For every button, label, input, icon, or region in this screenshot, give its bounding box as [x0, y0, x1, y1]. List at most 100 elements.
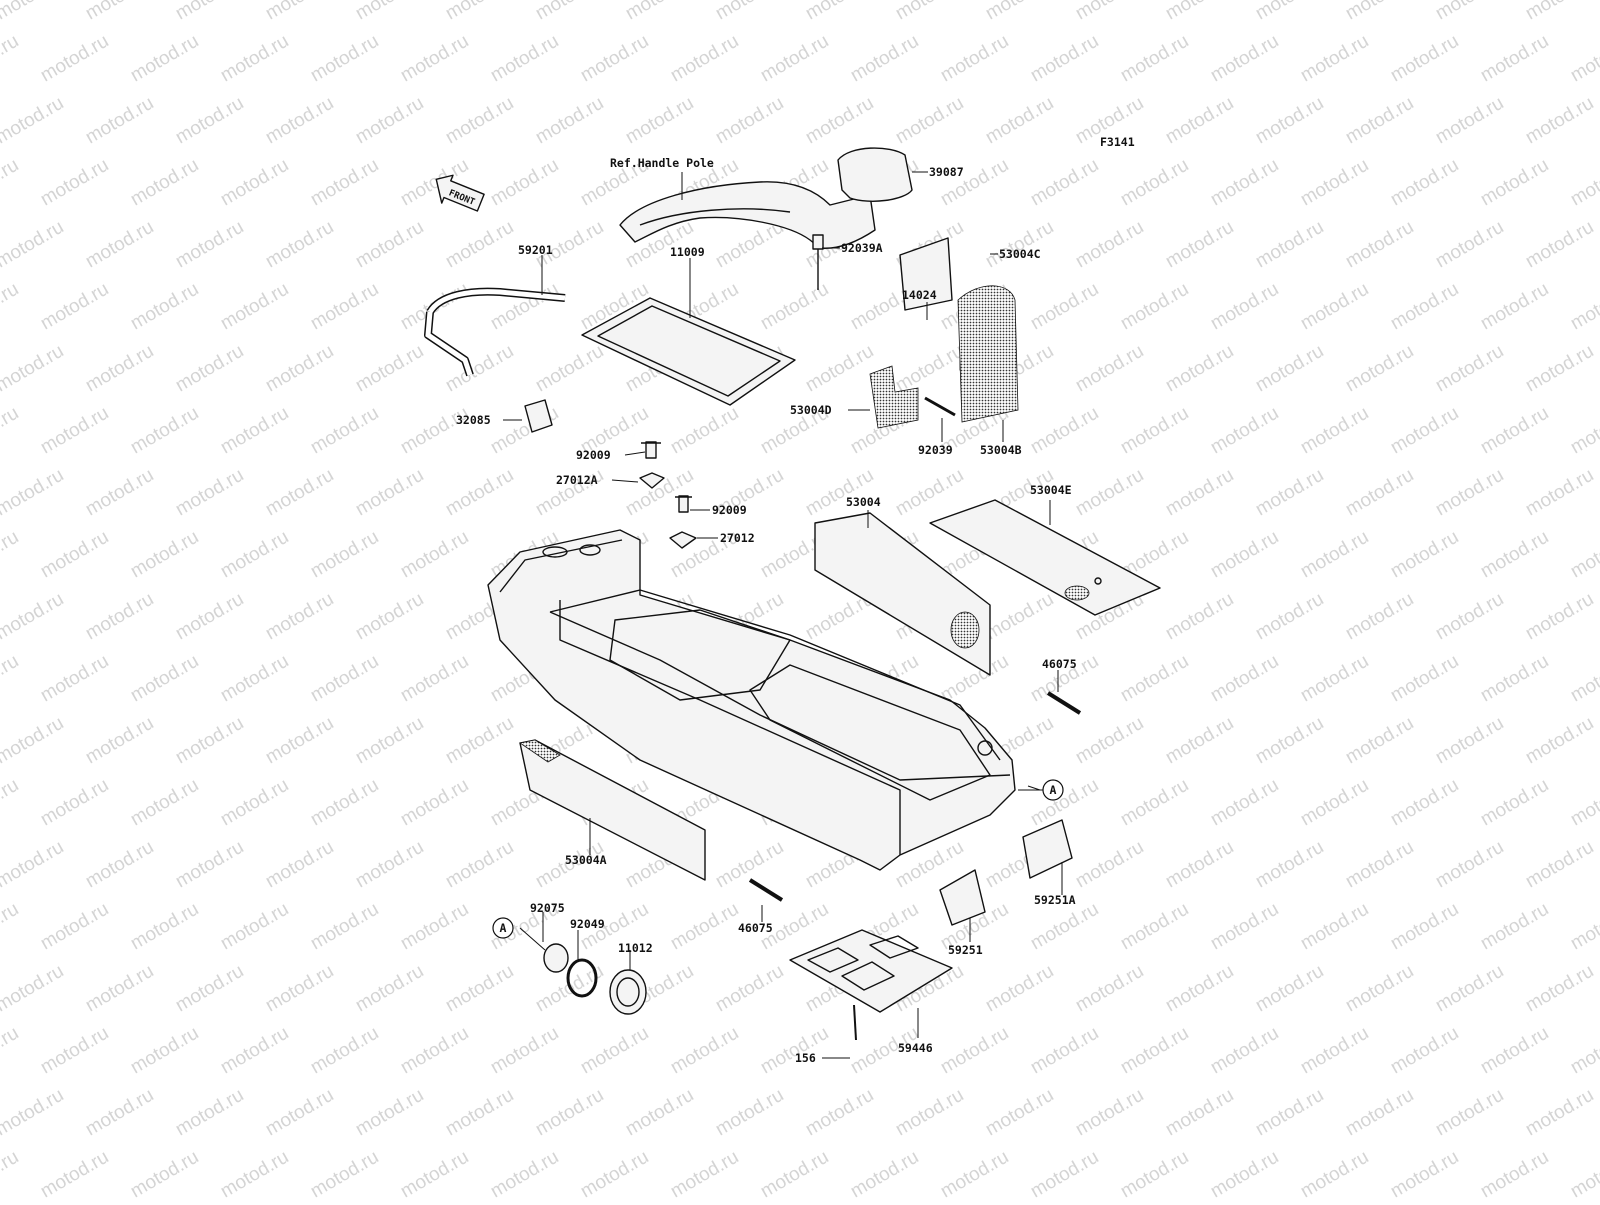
handle-pole-edge	[639, 208, 791, 226]
watermark-text: motod.ru	[847, 1147, 922, 1200]
watermark-text: motod.ru	[892, 0, 967, 24]
watermark-text: motod.ru	[1432, 1085, 1507, 1141]
watermark-text: motod.ru	[262, 837, 337, 893]
watermark-text: motod.ru	[127, 775, 202, 831]
watermark-text: motod.ru	[217, 1023, 292, 1079]
callout-11012: 11012	[618, 941, 653, 955]
watermark-text: motod.ru	[1567, 527, 1600, 583]
watermark-text: motod.ru	[1387, 403, 1462, 459]
watermark-text: motod.ru	[0, 1023, 22, 1079]
watermark-text: motod.ru	[1477, 403, 1552, 459]
callout-46075-b: 46075	[738, 921, 773, 935]
watermark-text: motod.ru	[802, 341, 877, 397]
watermark-text: motod.ru	[577, 1023, 652, 1079]
pad-53004b-shape	[957, 285, 1019, 423]
callout-ref-handle-pole: Ref.Handle Pole	[610, 156, 714, 170]
watermark-text: motod.ru	[1297, 403, 1372, 459]
watermark-text: motod.ru	[892, 1085, 967, 1141]
watermark-text: motod.ru	[1297, 1023, 1372, 1079]
watermark-text: motod.ru	[1477, 527, 1552, 583]
mat-53004e-shape	[929, 499, 1161, 616]
watermark-text: motod.ru	[1252, 0, 1327, 24]
watermark-text: motod.ru	[1117, 1023, 1192, 1079]
bolt-92039-shape	[924, 396, 956, 417]
watermark-text: motod.ru	[442, 837, 517, 893]
watermark-text: motod.ru	[217, 651, 292, 707]
watermark-text: motod.ru	[37, 775, 112, 831]
watermark-text: motod.ru	[262, 961, 337, 1017]
watermark-text: motod.ru	[1387, 155, 1462, 211]
watermark-text: motod.ru	[1072, 713, 1147, 769]
watermark-text: motod.ru	[1342, 713, 1417, 769]
watermark-text: motod.ru	[172, 93, 247, 149]
watermark-text: motod.ru	[1297, 899, 1372, 955]
watermark-text: motod.ru	[1027, 279, 1102, 335]
watermark-text: motod.ru	[622, 1085, 697, 1141]
callout-59251a: 59251A	[1034, 893, 1076, 907]
watermark-text: motod.ru	[1432, 961, 1507, 1017]
watermark-text: motod.ru	[892, 465, 967, 521]
watermark-text: motod.ru	[1522, 465, 1597, 521]
watermark-text: motod.ru	[1567, 403, 1600, 459]
watermark-text: motod.ru	[307, 527, 382, 583]
watermark-text: motod.ru	[172, 465, 247, 521]
gasket-11009-shape	[581, 297, 796, 406]
watermark-text: motod.ru	[1522, 589, 1597, 645]
watermark-text: motod.ru	[1297, 279, 1372, 335]
watermark-text: motod.ru	[442, 217, 517, 273]
watermark-text: motod.ru	[1252, 341, 1327, 397]
watermark-text: motod.ru	[1027, 899, 1102, 955]
watermark-text: motod.ru	[532, 93, 607, 149]
watermark-text: motod.ru	[1117, 403, 1192, 459]
watermark-text: motod.ru	[1387, 1147, 1462, 1200]
figure-code: F3141	[1100, 135, 1135, 149]
watermark-text: motod.ru	[352, 217, 427, 273]
watermark-text: motod.ru	[307, 899, 382, 955]
watermark-text: motod.ru	[172, 589, 247, 645]
watermark-text: motod.ru	[172, 961, 247, 1017]
watermark-text: motod.ru	[667, 403, 742, 459]
watermark-text: motod.ru	[982, 589, 1057, 645]
watermark-text: motod.ru	[37, 899, 112, 955]
mat-53004-mesh	[950, 611, 980, 649]
watermark-text: motod.ru	[1162, 589, 1237, 645]
watermark-text: motod.ru	[1207, 775, 1282, 831]
watermark-text: motod.ru	[307, 279, 382, 335]
watermark-text: motod.ru	[0, 713, 67, 769]
watermark-text: motod.ru	[1477, 775, 1552, 831]
watermark-text: motod.ru	[397, 775, 472, 831]
grate-59446-shape	[789, 929, 953, 1041]
callout-53004c: 53004C	[999, 247, 1041, 261]
watermark-text: motod.ru	[172, 713, 247, 769]
watermark-text: motod.ru	[1072, 465, 1147, 521]
watermark-text: motod.ru	[667, 1147, 742, 1200]
watermark-text: motod.ru	[712, 0, 787, 24]
watermark-text: motod.ru	[1207, 527, 1282, 583]
watermark-text: motod.ru	[1342, 1085, 1417, 1141]
watermark-text: motod.ru	[307, 155, 382, 211]
watermark-text: motod.ru	[712, 961, 787, 1017]
watermark-text: motod.ru	[442, 465, 517, 521]
watermark-text: motod.ru	[1117, 279, 1192, 335]
callout-53004a: 53004A	[565, 853, 607, 867]
callout-53004: 53004	[846, 495, 881, 509]
watermark-text: motod.ru	[1477, 279, 1552, 335]
watermark-text: motod.ru	[262, 713, 337, 769]
watermark-text: motod.ru	[0, 1085, 67, 1141]
watermark-text: motod.ru	[1162, 217, 1237, 273]
watermark-text: motod.ru	[172, 1085, 247, 1141]
watermark-text: motod.ru	[307, 1023, 382, 1079]
watermark-text: motod.ru	[1522, 217, 1597, 273]
watermark-text: motod.ru	[1297, 651, 1372, 707]
watermark-text: motod.ru	[352, 1085, 427, 1141]
mat-53004e-mesh	[1064, 585, 1090, 601]
watermark-text: motod.ru	[1432, 837, 1507, 893]
watermark-text: motod.ru	[1522, 341, 1597, 397]
watermark-text: motod.ru	[1072, 341, 1147, 397]
watermark-text: motod.ru	[37, 155, 112, 211]
watermark-text: motod.ru	[1252, 93, 1327, 149]
watermark-text: motod.ru	[712, 1085, 787, 1141]
watermark-text: motod.ru	[0, 961, 67, 1017]
watermark-text: motod.ru	[1522, 713, 1597, 769]
